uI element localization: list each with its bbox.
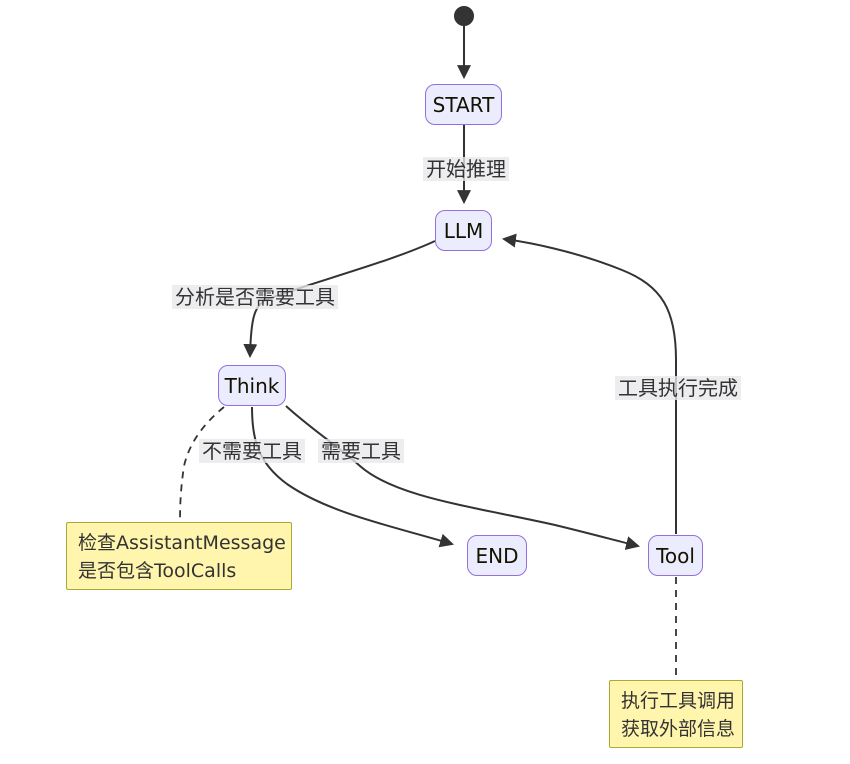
state-node-llm: LLM	[435, 210, 492, 251]
edge-label-think-to-tool: 需要工具	[318, 439, 404, 463]
initial-state-dot	[454, 6, 474, 26]
edge-think-to-end	[251, 406, 455, 548]
note-think-line-1: 检查AssistantMessage	[78, 532, 286, 554]
state-node-end: END	[467, 535, 527, 576]
state-node-end-label: END	[475, 543, 519, 568]
note-tool-line-2: 获取外部信息	[621, 718, 736, 740]
state-node-think: Think	[218, 365, 286, 406]
note-tool-line-1: 执行工具调用	[621, 690, 736, 712]
state-node-tool: Tool	[648, 535, 703, 576]
state-node-start: START	[425, 84, 502, 125]
state-node-start-label: START	[432, 92, 495, 117]
state-node-tool-label: Tool	[656, 543, 695, 568]
edge-label-llm-to-think: 分析是否需要工具	[172, 285, 338, 309]
note-tool: 执行工具调用 获取外部信息	[609, 680, 743, 748]
edge-think-to-note	[179, 406, 225, 521]
note-think-line-2: 是否包含ToolCalls	[78, 560, 237, 582]
edge-tool-to-llm	[501, 233, 677, 534]
edge-think-to-tool	[285, 405, 641, 550]
edge-label-tool-to-llm: 工具执行完成	[615, 376, 741, 400]
edge-label-think-to-end: 不需要工具	[199, 439, 305, 463]
edge-label-start-to-llm: 开始推理	[423, 157, 509, 181]
state-node-think-label: Think	[224, 373, 280, 398]
state-node-llm-label: LLM	[443, 218, 484, 243]
note-think: 检查AssistantMessage 是否包含ToolCalls	[66, 522, 292, 590]
